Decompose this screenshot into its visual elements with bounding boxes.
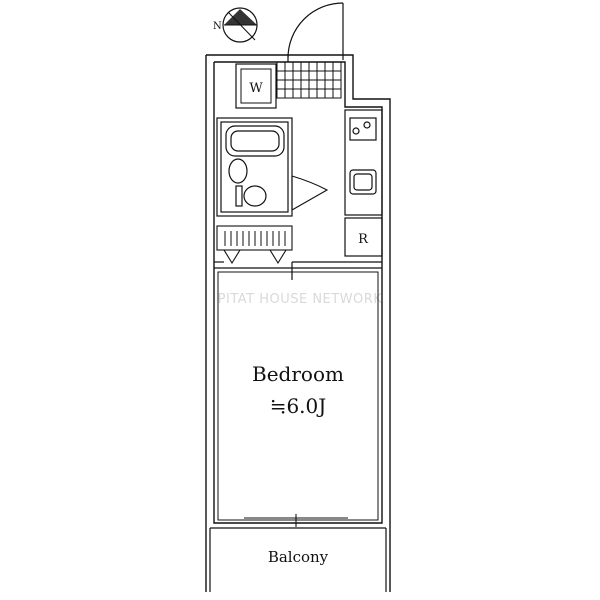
balcony: Balcony	[209, 527, 387, 592]
compass-north-label: N	[213, 21, 222, 32]
compass-icon: N	[213, 7, 258, 43]
bedroom-label: Bedroom	[252, 362, 344, 386]
bathroom-unit	[216, 117, 293, 217]
kitchen-sink-icon	[349, 169, 377, 195]
toilet-icon	[235, 185, 243, 207]
washer-space: W	[235, 63, 277, 109]
sink-icon	[228, 158, 248, 184]
refrigerator-space: R	[344, 217, 383, 257]
refrigerator-label: R	[358, 232, 369, 247]
watermark: PITAT HOUSE NETWORK	[218, 292, 383, 307]
bedroom: Bedroom ≒6.0J	[217, 271, 379, 521]
stove-icon	[349, 117, 377, 141]
bathroom-door	[291, 175, 329, 211]
outer-walls	[205, 54, 391, 592]
balcony-label: Balcony	[268, 548, 329, 566]
kitchen	[344, 109, 383, 216]
entry-tiles	[276, 61, 342, 99]
closet	[216, 225, 293, 265]
balcony-window	[244, 514, 348, 527]
entrance-door	[287, 2, 344, 62]
washer-label: W	[249, 81, 263, 96]
bedroom-size: ≒6.0J	[270, 394, 327, 418]
bathtub-icon	[225, 125, 285, 157]
partition-wall	[214, 261, 382, 280]
